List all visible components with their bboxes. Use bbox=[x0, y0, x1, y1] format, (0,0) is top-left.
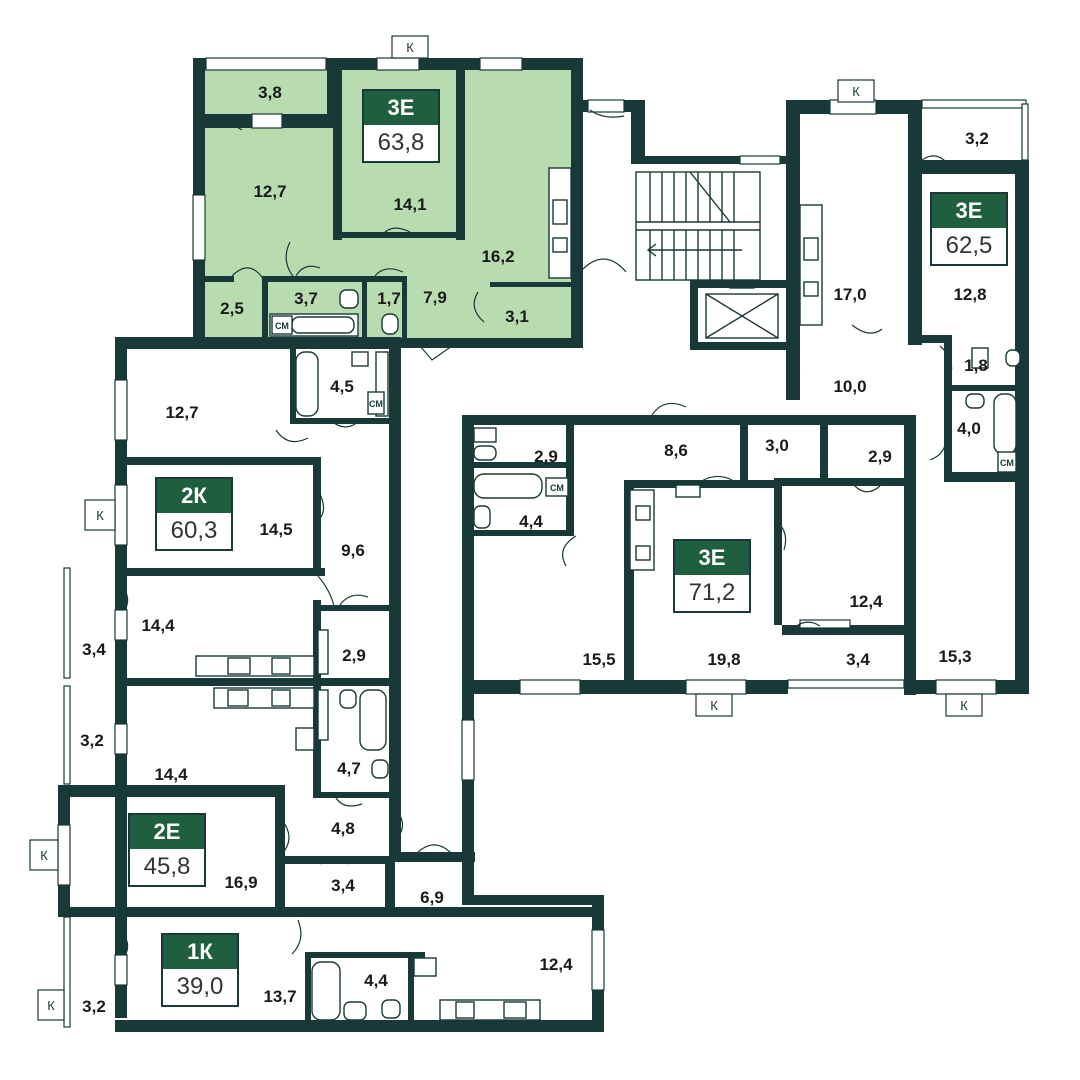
room-area: 12,8 bbox=[953, 285, 986, 304]
room-area: 3,4 bbox=[331, 876, 355, 895]
room-area: 16,2 bbox=[481, 247, 514, 266]
room-area: 12,7 bbox=[165, 403, 198, 422]
room-area: 10,0 bbox=[833, 377, 866, 396]
room-area: 3,1 bbox=[505, 307, 529, 326]
washer-label: СМ bbox=[369, 399, 383, 409]
apartment-area: 63,8 bbox=[377, 129, 425, 156]
room-area: 14,4 bbox=[141, 616, 175, 635]
apartment-type: 3Е bbox=[932, 194, 1006, 228]
room-area: 4,7 bbox=[337, 759, 361, 778]
balcony-marker-label: К bbox=[47, 998, 55, 1013]
apartment-badge: 3Е 71,2 bbox=[673, 539, 751, 613]
room-area: 14,5 bbox=[259, 520, 292, 539]
room-area: 13,7 bbox=[263, 987, 296, 1006]
room-area: 4,0 bbox=[957, 419, 981, 438]
apartment-type: 2Е bbox=[130, 815, 204, 849]
apartment-type: 3Е bbox=[675, 541, 749, 575]
room-area: 4,8 bbox=[331, 819, 355, 838]
balcony-marker-label: К bbox=[406, 40, 414, 55]
room-area: 14,1 bbox=[393, 195, 426, 214]
room-area: 12,4 bbox=[849, 592, 883, 611]
elevator-icon bbox=[705, 281, 779, 339]
room-area: 15,5 bbox=[582, 650, 615, 669]
balcony-marker-label: К bbox=[710, 698, 718, 713]
windows bbox=[57, 57, 1029, 1028]
room-area: 1,8 bbox=[964, 356, 988, 375]
room-area: 8,6 bbox=[664, 441, 688, 460]
apartment-type: 1К bbox=[163, 935, 237, 969]
room-area: 7,9 bbox=[423, 288, 447, 307]
apartment-badge: 3Е 63,8 bbox=[362, 89, 440, 163]
stairs-icon bbox=[635, 171, 761, 281]
room-area: 12,4 bbox=[539, 955, 573, 974]
balcony-marker-label: К bbox=[960, 698, 968, 713]
balcony-marker-label: К bbox=[96, 508, 104, 523]
room-area: 2,9 bbox=[868, 447, 892, 466]
room-area: 16,9 bbox=[224, 873, 257, 892]
doors bbox=[115, 109, 953, 955]
apartment-type: 3Е bbox=[364, 91, 438, 125]
apartment-area: 45,8 bbox=[143, 853, 191, 880]
room-area: 3,4 bbox=[846, 650, 870, 669]
room-area: 3,7 bbox=[294, 289, 318, 308]
room-area: 2,9 bbox=[342, 646, 366, 665]
room-area: 17,0 bbox=[833, 285, 866, 304]
balcony-marker-label: К bbox=[852, 84, 860, 99]
room-area: 9,6 bbox=[341, 541, 365, 560]
apartment-badge: 2Е 45,8 bbox=[128, 813, 206, 887]
room-area: 3,4 bbox=[82, 640, 106, 659]
room-area: 3,2 bbox=[80, 731, 104, 750]
room-area: 19,8 bbox=[707, 650, 740, 669]
room-area: 3,8 bbox=[258, 83, 282, 102]
room-area: 3,0 bbox=[765, 436, 789, 455]
washer-label: СМ bbox=[1000, 458, 1014, 468]
washer-label: СМ bbox=[550, 483, 564, 493]
washer-label: СМ bbox=[275, 321, 289, 331]
room-area: 14,4 bbox=[154, 765, 188, 784]
apartment-type: 2К bbox=[157, 479, 231, 513]
apartment-area: 71,2 bbox=[688, 579, 736, 606]
apartment-badge: 2К 60,3 bbox=[155, 477, 233, 551]
apartment-area: 62,5 bbox=[945, 232, 993, 259]
room-area: 2,5 bbox=[220, 299, 244, 318]
apartment-area: 60,3 bbox=[170, 517, 218, 544]
room-area: 4,4 bbox=[519, 512, 543, 531]
room-area: 4,4 bbox=[364, 971, 388, 990]
room-labels: 3,8 12,7 14,1 16,2 2,5 3,7 1,7 7,9 3,1 3… bbox=[80, 83, 989, 1016]
room-area: 15,3 bbox=[938, 647, 971, 666]
room-area: 12,7 bbox=[253, 182, 286, 201]
apartment-badge: 1К 39,0 bbox=[161, 933, 239, 1007]
walls bbox=[58, 58, 1029, 1032]
apartment-area: 39,0 bbox=[176, 973, 224, 1000]
washer-markers: СМ СМ СМ СМ bbox=[271, 315, 1017, 497]
room-area: 3,2 bbox=[82, 997, 106, 1016]
balcony-marker-label: К bbox=[40, 848, 48, 863]
balcony-markers: К К К К К К К bbox=[29, 35, 983, 1021]
room-area: 2,9 bbox=[534, 447, 558, 466]
room-area: 3,2 bbox=[965, 129, 989, 148]
room-area: 1,7 bbox=[377, 289, 401, 308]
fixtures bbox=[195, 167, 1021, 1021]
room-area: 6,9 bbox=[420, 888, 444, 907]
room-area: 4,5 bbox=[330, 377, 354, 396]
apartment-badge: 3Е 62,5 bbox=[930, 192, 1008, 266]
